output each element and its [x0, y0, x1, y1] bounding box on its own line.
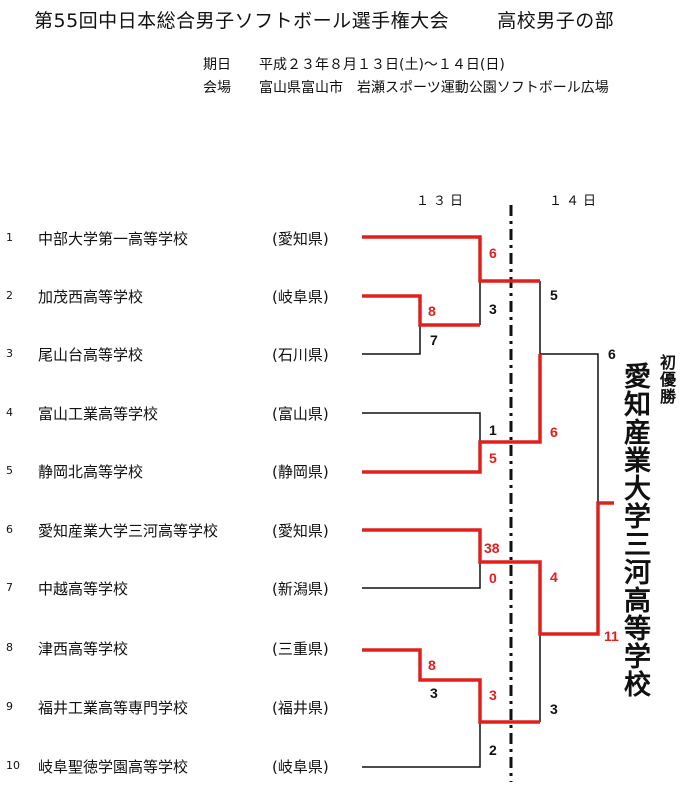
team-row: 2 加茂西高等学校 (岐阜県) — [0, 286, 360, 308]
date-value: 平成２３年８月１３日(土)～１４日(日) — [259, 57, 505, 73]
score-r2d-loser: 2 — [489, 742, 497, 758]
team-row: 4 富山工業高等学校 (富山県) — [0, 403, 360, 425]
team-row: 1 中部大学第一高等学校 (愛知県) — [0, 228, 360, 250]
team-number: 8 — [6, 641, 13, 654]
venue-value: 富山県富山市 岩瀬スポーツ運動公園ソフトボール広場 — [259, 80, 609, 96]
day-label-14: １４日 — [549, 194, 601, 209]
team-number: 9 — [6, 700, 13, 713]
bracket-line-team7 — [362, 562, 481, 589]
score-final-winner: 11 — [604, 628, 619, 644]
team-prefecture: (福井県) — [272, 699, 329, 717]
team-name: 加茂西高等学校 — [38, 288, 144, 306]
team-prefecture: (静岡県) — [272, 463, 329, 481]
score-r2b-loser: 1 — [489, 422, 497, 438]
score-r2d-winner: 3 — [489, 687, 497, 703]
bracket-line-final-upper — [540, 353, 599, 503]
bracket-line-team6 — [362, 501, 614, 636]
team-number: 4 — [6, 406, 13, 419]
team-name: 尾山台高等学校 — [38, 346, 144, 364]
day-label-13: １３日 — [416, 194, 468, 209]
tournament-name: 第55回中日本総合男子ソフトボール選手権大会 — [34, 10, 450, 32]
team-row: 6 愛知産業大学三河高等学校 (愛知県) — [0, 520, 360, 542]
team-prefecture: (新潟県) — [272, 580, 329, 598]
champion-label: 初優勝 — [657, 354, 676, 405]
score-sfb-loser: 3 — [550, 701, 558, 717]
bracket-line-team4 — [362, 412, 481, 442]
team-number: 3 — [6, 347, 13, 360]
bracket-line-team1 — [362, 235, 540, 283]
team-prefecture: (愛知県) — [272, 522, 329, 540]
team-name: 静岡北高等学校 — [38, 463, 144, 481]
bracket-line-team2 — [362, 294, 480, 327]
team-prefecture: (石川県) — [272, 346, 329, 364]
team-name: 富山工業高等学校 — [38, 405, 159, 423]
score-sfa-loser: 5 — [550, 287, 558, 303]
team-prefecture: (三重県) — [272, 640, 329, 658]
date-label: 期日 — [203, 57, 231, 73]
team-name: 中越高等学校 — [38, 580, 129, 598]
team-row: 7 中越高等学校 (新潟県) — [0, 578, 360, 600]
team-number: 6 — [6, 523, 13, 536]
team-name: 愛知産業大学三河高等学校 — [38, 522, 219, 540]
team-prefecture: (岐阜県) — [272, 288, 329, 306]
score-final-loser: 6 — [608, 346, 616, 362]
division-label: 高校男子の部 — [497, 10, 615, 32]
score-r1a-winner: 8 — [428, 303, 436, 319]
tournament-title: 第55回中日本総合男子ソフトボール選手権大会 高校男子の部 — [34, 6, 614, 33]
team-row: 8 津西高等学校 (三重県) — [0, 638, 360, 660]
venue-label: 会場 — [203, 80, 231, 96]
team-prefecture: (岐阜県) — [272, 758, 329, 776]
team-prefecture: (富山県) — [272, 405, 329, 423]
venue-line: 会場 富山県富山市 岩瀬スポーツ運動公園ソフトボール広場 — [203, 77, 609, 97]
score-r2a-loser: 3 — [489, 301, 497, 317]
champion-name: 愛知産業大学三河高等学校 — [619, 362, 650, 698]
team-number: 7 — [6, 581, 13, 594]
bracket-line-team8 — [362, 648, 540, 724]
score-r1b-loser: 3 — [430, 685, 438, 701]
score-r2a-winner: 6 — [489, 245, 497, 261]
team-number: 1 — [6, 231, 13, 244]
team-name: 津西高等学校 — [38, 640, 129, 658]
date-line: 期日 平成２３年８月１３日(土)～１４日(日) — [203, 54, 505, 74]
team-row: 9 福井工業高等専門学校 (福井県) — [0, 697, 360, 719]
team-row: 5 静岡北高等学校 (静岡県) — [0, 461, 360, 483]
bracket-line-team10 — [362, 722, 481, 768]
score-sfa-winner: 6 — [550, 424, 558, 440]
score-r1a-loser: 7 — [430, 332, 438, 348]
score-sfb-winner: 4 — [550, 569, 558, 585]
team-row: 10 岐阜聖徳学園高等学校 (岐阜県) — [0, 756, 360, 778]
bracket-line-team3 — [362, 325, 421, 355]
score-r1b-winner: 8 — [428, 657, 436, 673]
team-prefecture: (愛知県) — [272, 230, 329, 248]
team-number: 5 — [6, 464, 13, 477]
score-r2c-loser: 0 — [489, 570, 497, 586]
team-name: 福井工業高等専門学校 — [38, 699, 189, 717]
champion-panel: 初優勝 愛知産業大学三河高等学校 — [618, 354, 676, 698]
score-r2b-winner: 5 — [489, 450, 497, 466]
team-row: 3 尾山台高等学校 (石川県) — [0, 344, 360, 366]
team-number: 10 — [6, 759, 20, 772]
team-number: 2 — [6, 289, 13, 302]
team-name: 岐阜聖徳学園高等学校 — [38, 758, 189, 776]
score-r2c-winner: 38 — [484, 540, 500, 556]
bracket-line-team5 — [362, 354, 542, 474]
team-name: 中部大学第一高等学校 — [38, 230, 189, 248]
